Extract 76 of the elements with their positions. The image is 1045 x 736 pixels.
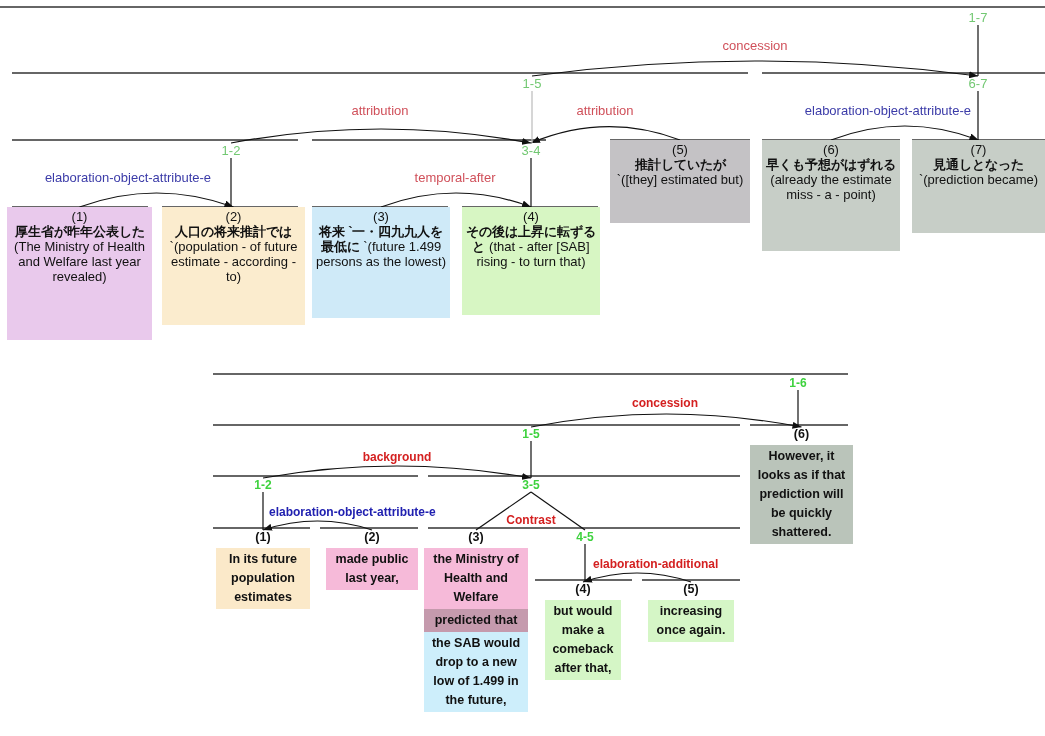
segment-text: その後は上昇に転ずると (that - after [SAB] rising - to turn that) [465, 224, 597, 269]
segment-text: made public last year, [326, 548, 418, 590]
span-label: 1-6 [778, 376, 818, 390]
tree-line [584, 543, 586, 583]
relation-arc [230, 128, 532, 145]
relation-label: concession [721, 38, 789, 53]
segment-text: 厚生省が昨年公表した (The Ministry of Health and Welfare last year revealed) [13, 224, 146, 284]
tree-line [230, 157, 232, 208]
relation-arc [78, 192, 235, 208]
relation-label: concession [631, 396, 699, 410]
segment-box [7, 207, 152, 340]
segment-number: (1) [70, 209, 89, 224]
tree-line [797, 389, 799, 428]
relation-arc [530, 413, 803, 429]
segment-text: 人口の将来推計では `(population - of future estimate - according - to) [168, 224, 299, 284]
relation-arc [582, 572, 692, 583]
segment-number: (6) [792, 427, 811, 441]
segment-number: (2) [363, 530, 381, 544]
segment-number: (5) [682, 582, 700, 596]
segment-text: 早くも予想がはずれる (already the estimate miss - a - point) [765, 157, 897, 202]
span-label: 3-4 [511, 143, 551, 158]
tree-line [530, 157, 532, 208]
relation-label: temporal-after [413, 170, 497, 185]
relation-arc [530, 126, 681, 144]
segment-box [312, 207, 450, 318]
span-label: 3-5 [511, 478, 551, 492]
segment-text: but would make a comeback after that, [545, 600, 621, 680]
segment-number: (4) [574, 582, 592, 596]
relation-arc [531, 60, 979, 79]
segment-text: 将来 `一・四九九人を最低に `(future 1.499 persons as the lowest) [315, 224, 447, 269]
relation-label: elaboration-additional [592, 557, 720, 571]
span-label: 6-7 [958, 76, 998, 91]
segment-number: (4) [522, 209, 540, 224]
segment-number: (6) [823, 142, 840, 157]
span-label: 1-2 [243, 478, 283, 492]
segment-box [610, 140, 750, 223]
segment-text: In its future population estimates [216, 548, 310, 609]
tree-line [977, 24, 979, 77]
segment-number: (7) [969, 142, 988, 157]
relation-arc [380, 192, 532, 208]
span-label: 1-5 [512, 76, 552, 91]
segment-number: (2) [224, 209, 243, 224]
segment-text: the SAB would drop to a new low of 1.499 in the future, [424, 632, 528, 712]
segment-text: 見通しとなった `(prediction became) [917, 157, 1040, 187]
relation-label: Contrast [506, 513, 556, 527]
relation-label: background [361, 450, 433, 464]
segment-box [462, 207, 600, 315]
relation-label: attribution [350, 103, 410, 118]
tree-line [531, 90, 533, 144]
segment-text: 推計していたが `([they] estimated but) [615, 157, 745, 187]
segment-number: (3) [467, 530, 485, 544]
span-label: 1-5 [511, 427, 551, 441]
relation-label: elaboration-object-attribute-e [803, 103, 972, 118]
relation-label: elaboration-object-attribute-e [268, 505, 437, 519]
relation-label: attribution [575, 103, 635, 118]
segment-number: (3) [372, 209, 390, 224]
segment-text: predicted that [424, 609, 528, 632]
segment-box [162, 207, 305, 325]
relation-arc [262, 520, 373, 531]
segment-text: increasing once again. [648, 600, 734, 642]
segment-text: However, it looks as if that prediction will be quickly shattered. [750, 445, 853, 544]
segment-number: (5) [671, 142, 689, 157]
segment-box [912, 140, 1045, 233]
span-label: 1-2 [211, 143, 251, 158]
span-label: 1-7 [958, 10, 998, 25]
tree-line [475, 491, 532, 531]
tree-line [530, 440, 532, 479]
tree-line [262, 491, 264, 531]
relation-arc [830, 125, 980, 141]
segment-box [762, 140, 900, 251]
tree-line [530, 491, 586, 531]
segment-number: (1) [254, 530, 272, 544]
relation-label: elaboration-object-attribute-e [43, 170, 213, 185]
relation-arc [262, 465, 532, 480]
tree-line [977, 90, 979, 141]
span-label: 4-5 [565, 530, 605, 544]
